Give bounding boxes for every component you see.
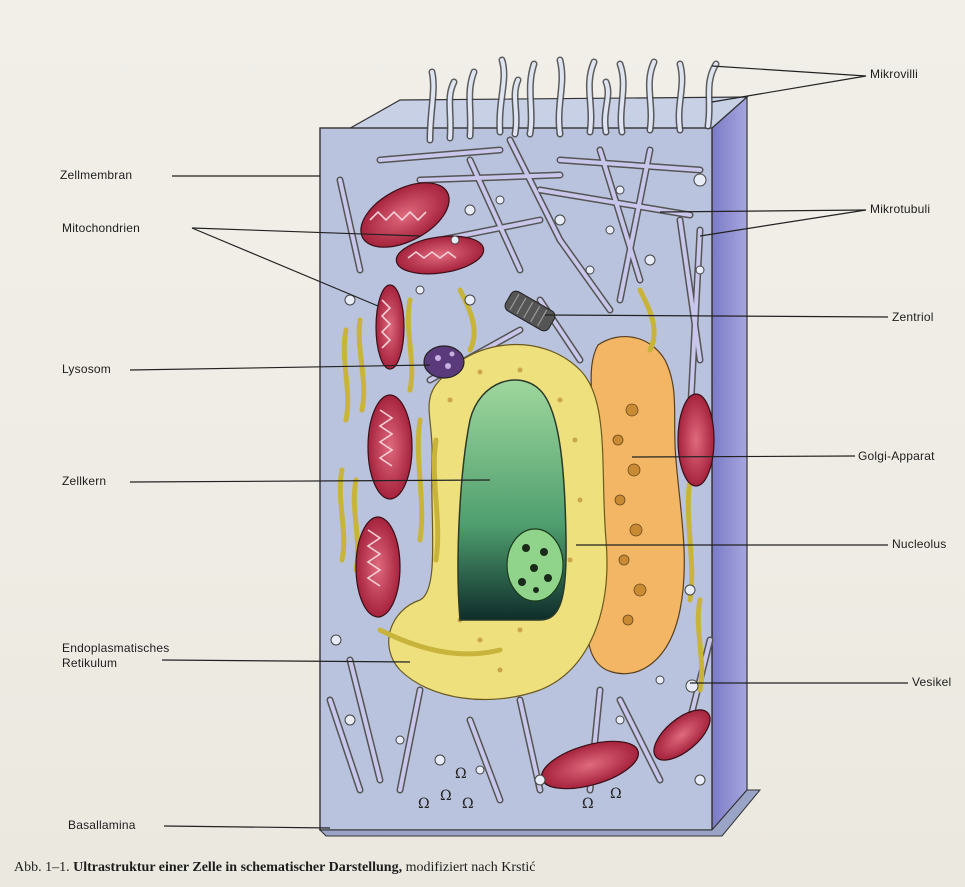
label-zellkern: Zellkern [62,474,106,488]
label-golgi-apparat: Golgi-Apparat [858,449,935,463]
label-zentriol: Zentriol [892,310,934,324]
label-vesikel: Vesikel [912,675,951,689]
label-mikrovilli: Mikrovilli [870,67,918,81]
label-nucleolus: Nucleolus [892,537,947,551]
label-mitochondrien: Mitochondrien [62,221,140,235]
svg-text:Ω: Ω [418,796,430,812]
label-er-line1: Endoplasmatisches [62,641,169,655]
label-lysosom: Lysosom [62,362,111,376]
svg-text:Ω: Ω [610,786,622,802]
label-mikrotubuli: Mikrotubuli [870,202,930,216]
svg-text:Ω: Ω [455,766,467,782]
label-er-line2: Retikulum [62,656,117,670]
svg-text:Ω: Ω [440,788,452,804]
lysosome [424,346,464,378]
svg-text:Ω: Ω [582,796,594,812]
cell-side-face [712,97,747,830]
caption-rest: modifiziert nach Krstić [406,860,536,875]
caption-bold: Ultrastruktur einer Zelle in schematisch… [73,860,402,875]
caption-number: Abb. 1–1. [14,860,70,875]
label-zellmembran: Zellmembran [60,168,132,182]
label-basallamina: Basallamina [68,818,136,832]
svg-text:Ω: Ω [462,796,474,812]
figure-caption: Abb. 1–1. Ultrastruktur einer Zelle in s… [14,860,535,876]
